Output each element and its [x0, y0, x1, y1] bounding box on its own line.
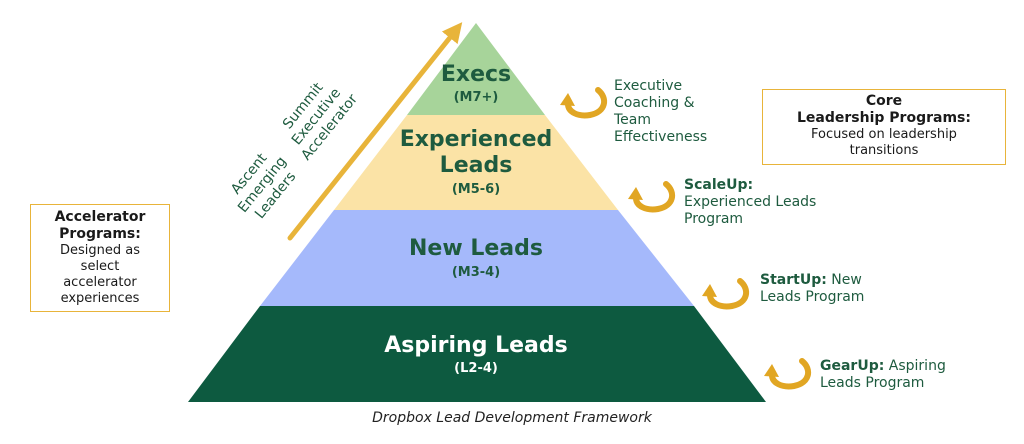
program-scaleup: ScaleUp: Experienced Leads Program	[684, 177, 816, 228]
accelerator-lower-label: Ascent Emerging Leaders	[228, 150, 299, 222]
program-desc-line: Coaching &	[614, 95, 695, 111]
tier-experienced-title-line2: Leads	[440, 153, 513, 178]
program-executive-coaching: Executive Coaching & Team Effectiveness	[614, 78, 707, 146]
box-title-line: Core	[865, 93, 903, 109]
tier-experienced-level: (M5-6)	[452, 182, 500, 197]
box-desc-line: Focused on leadership	[811, 127, 957, 142]
tier-experienced-title-line1: Experienced	[400, 127, 553, 152]
tier-new-level: (M3-4)	[452, 265, 500, 280]
tier-new-band	[260, 210, 694, 306]
tier-aspiring-title: Aspiring Leads	[384, 333, 568, 358]
curl-arrow-icon	[764, 358, 812, 390]
box-desc-line: transitions	[849, 143, 919, 158]
tier-exec-title: Execs	[441, 62, 511, 87]
accelerator-programs-box: Accelerator Programs: Designed as select…	[30, 204, 170, 312]
tier-aspiring-level: (L2-4)	[454, 361, 498, 376]
program-desc-line: Executive	[614, 78, 683, 94]
program-desc-line: Effectiveness	[614, 129, 708, 145]
tier-new-title: New Leads	[409, 236, 543, 261]
box-title-line: Leadership Programs:	[797, 110, 971, 126]
program-desc-first: Aspiring	[884, 358, 946, 374]
core-leadership-programs-box: Core Leadership Programs: Focused on lea…	[762, 89, 1006, 165]
program-desc-line: Leads Program	[760, 289, 865, 305]
accelerator-arrow	[287, 22, 463, 241]
box-desc-line: accelerator	[63, 275, 137, 290]
box-title-line: Accelerator	[54, 209, 146, 225]
tier-exec-level: (M7+)	[454, 90, 499, 105]
program-name: GearUp:	[820, 358, 885, 374]
program-name: StartUp:	[760, 272, 827, 288]
program-startup: StartUp: New Leads Program	[760, 272, 864, 306]
program-name: ScaleUp:	[684, 177, 754, 193]
program-desc-line: Team	[614, 112, 652, 128]
program-desc-line: Experienced Leads	[684, 194, 817, 210]
program-desc-line: Leads Program	[820, 375, 925, 391]
curl-arrow-icon	[628, 181, 676, 213]
tier-exec-band	[407, 23, 545, 115]
curl-arrow-icon	[560, 87, 608, 119]
program-desc-line: Program	[684, 211, 744, 227]
tier-aspiring-band	[188, 306, 766, 402]
box-title-line: Programs:	[59, 226, 141, 242]
box-desc-line: experiences	[60, 291, 140, 306]
box-desc-line: Designed as	[59, 243, 140, 258]
figure-caption: Dropbox Lead Development Framework	[372, 410, 652, 426]
accelerator-upper-label: Summit Executive Accelerator	[280, 79, 361, 163]
program-gearup: GearUp: Aspiring Leads Program	[820, 358, 946, 392]
curl-arrow-icon	[702, 278, 750, 310]
program-desc-first: New	[826, 272, 862, 288]
tier-experienced-band	[334, 115, 618, 210]
box-desc-line: select	[80, 259, 120, 274]
